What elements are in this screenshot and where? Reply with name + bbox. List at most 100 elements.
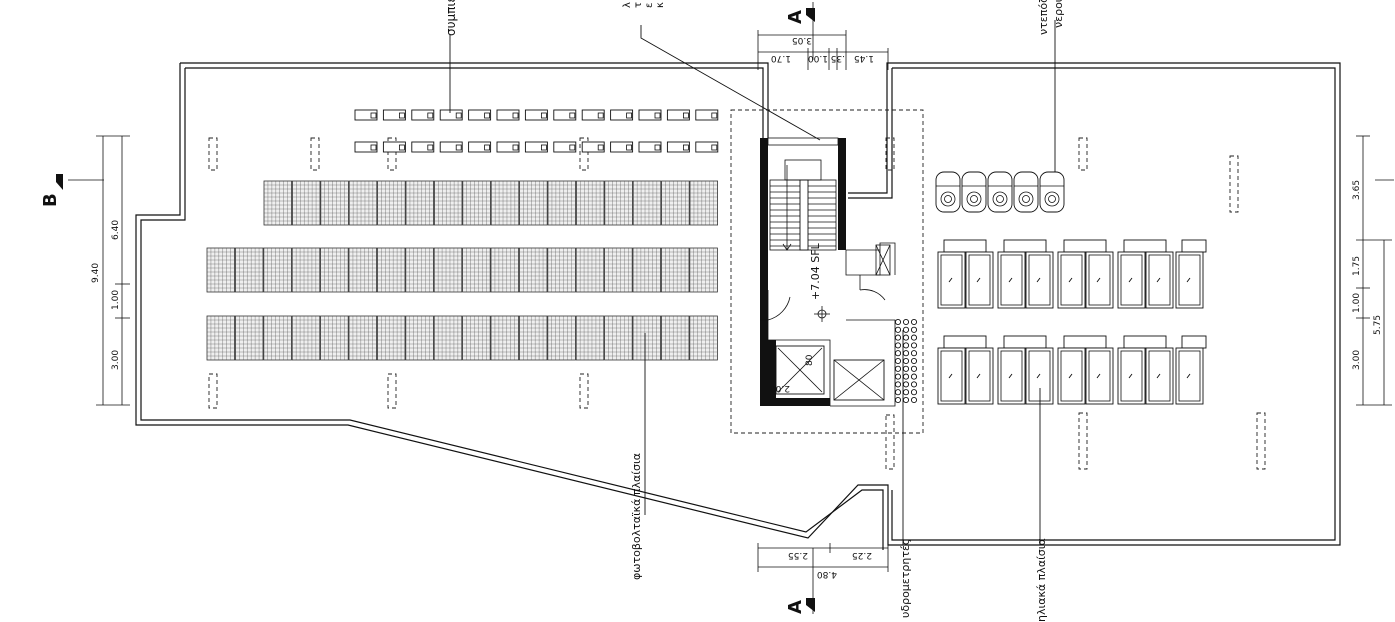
solar-collector-tank (1063, 335, 1107, 349)
svg-text:3.05: 3.05 (792, 35, 812, 45)
pv-panel (519, 180, 548, 226)
top-center-text-4: κ (655, 2, 666, 8)
solar-collector-tank (1181, 335, 1207, 349)
compressor-unit (610, 109, 634, 121)
svg-text:1.00: 1.00 (1352, 293, 1362, 313)
solar-collector (997, 251, 1026, 309)
compressor-unit (666, 141, 690, 153)
solar-collector (1057, 347, 1086, 405)
solar-collector (1057, 251, 1086, 309)
water-tank-label-1: ντεπόζι (1037, 0, 1050, 35)
roof-outline-left (135, 62, 1341, 550)
compressor-unit (638, 141, 662, 153)
pv-panel (291, 247, 321, 293)
pv-panel (547, 180, 577, 226)
pv-panel (604, 247, 633, 293)
water-meter (902, 326, 910, 333)
svg-text:6.40: 6.40 (111, 220, 121, 240)
water-meter (910, 318, 918, 326)
water-meter (902, 350, 910, 357)
solar-collector (1085, 347, 1114, 405)
water-meters (894, 318, 918, 404)
svg-text:9.40: 9.40 (91, 263, 101, 283)
solar-collector-tank (1063, 239, 1107, 253)
pv-panel (632, 180, 662, 226)
pv-panel (320, 180, 349, 226)
compressor-unit (553, 141, 577, 153)
pv-panel (234, 315, 264, 361)
pv-panel (519, 247, 548, 293)
svg-text:1.70: 1.70 (771, 53, 791, 63)
water-meter (910, 334, 918, 341)
elevator-size-label: 2.00 (770, 383, 790, 393)
pv-panel (490, 180, 520, 226)
stair-core-boundary (730, 109, 924, 434)
pv-panel (490, 247, 520, 293)
pv-panel (206, 247, 236, 293)
section-b-left: B (40, 174, 104, 207)
svg-text:1.00: 1.00 (111, 290, 121, 310)
water-meter (902, 342, 910, 349)
leader-lines (449, 20, 1056, 545)
pv-panel (661, 315, 690, 361)
solar-panels-label: ηλιακά πλαίσια (1035, 538, 1048, 622)
water-meter (902, 389, 910, 396)
dimension-top: 3.05 1.70 1.00 .35 1.45 (757, 30, 889, 70)
pv-panel (376, 247, 406, 293)
water-meters-label: υδρομετρητές (899, 539, 912, 618)
pv-panel (632, 315, 662, 361)
svg-text:1.00: 1.00 (808, 53, 828, 63)
water-meter (902, 334, 910, 341)
svg-text:.35: .35 (831, 53, 845, 63)
water-meter (894, 326, 902, 333)
water-meter (894, 396, 902, 404)
compressor-unit (553, 109, 577, 121)
pv-panel (547, 247, 576, 293)
stair-core (760, 137, 896, 407)
water-meter (894, 342, 902, 349)
pv-panel (348, 180, 378, 226)
water-meter (894, 318, 902, 326)
pv-panel (405, 247, 434, 293)
compressor-unit (496, 141, 520, 153)
pv-panel (576, 180, 605, 226)
compressor-unit (496, 109, 520, 121)
pv-panel (206, 315, 236, 361)
water-meter (894, 334, 902, 341)
solar-collector (937, 347, 966, 405)
compressor-unit (411, 141, 435, 153)
compressor-unit (468, 109, 492, 121)
solar-collectors (937, 239, 1207, 405)
pv-panel (376, 315, 406, 361)
water-meter (910, 381, 918, 388)
water-meter (902, 381, 910, 388)
compressor-units (354, 109, 719, 153)
pv-panel (689, 247, 718, 293)
solar-collector-tank (943, 239, 987, 253)
pv-panel (348, 315, 378, 361)
water-meter (894, 365, 902, 372)
pv-panel (661, 180, 690, 226)
pv-panel (234, 247, 264, 293)
pv-panel (348, 247, 378, 293)
pv-panel (462, 315, 491, 361)
water-meter (894, 389, 902, 396)
compressor-unit (411, 109, 435, 121)
svg-text:5.75: 5.75 (1373, 315, 1383, 335)
compressor-unit (666, 109, 690, 121)
pv-panel (689, 315, 718, 361)
svg-text:2.55: 2.55 (788, 550, 808, 560)
solar-collector (1025, 251, 1054, 309)
compressor-unit (581, 109, 605, 121)
solar-collector (1175, 251, 1204, 309)
solar-collector (1085, 251, 1114, 309)
compressor-unit (695, 109, 719, 121)
water-meter (910, 326, 918, 333)
solar-collector (1175, 347, 1204, 405)
pv-panel (661, 247, 690, 293)
water-meter (902, 373, 910, 380)
water-meter (894, 373, 902, 380)
pv-panel (433, 315, 463, 361)
svg-text:1.45: 1.45 (854, 53, 874, 63)
